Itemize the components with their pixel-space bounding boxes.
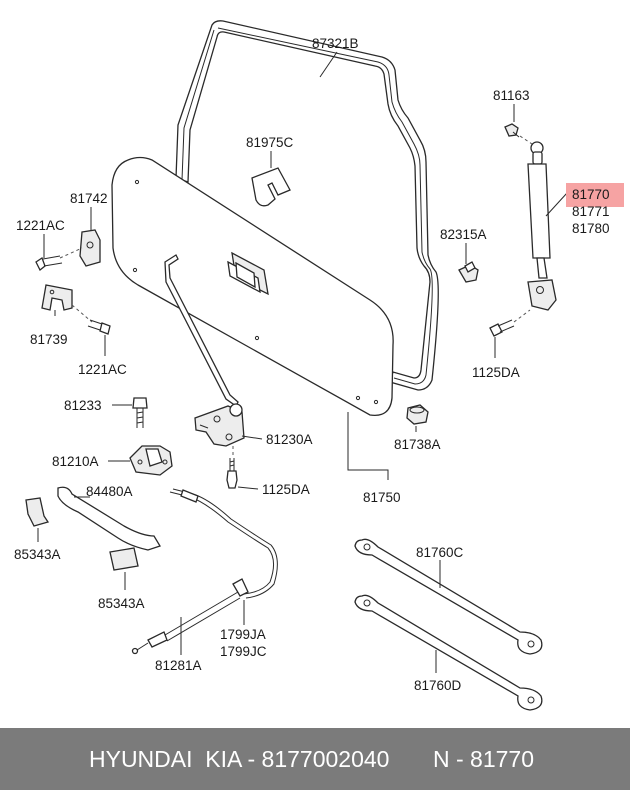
highlight-81770 xyxy=(566,183,624,207)
trim-panel-81750 xyxy=(111,156,394,417)
part-labels: 87321B 81163 81975C 81770 81771 81780 81… xyxy=(14,36,610,693)
label-1125da-mid: 1125DA xyxy=(262,482,310,497)
weatherstrip-87321b xyxy=(175,20,439,391)
label-81771: 81771 xyxy=(572,204,610,219)
label-1799ja: 1799JA xyxy=(220,627,266,642)
screw-81163 xyxy=(504,123,520,138)
cover-85343a-left xyxy=(25,497,50,527)
label-87321b: 87321B xyxy=(312,36,359,51)
footer-brand-part: HYUNDAI KIA - 8177002040 xyxy=(89,746,390,772)
label-81742: 81742 xyxy=(70,191,108,206)
stay-rod-81760c xyxy=(354,538,543,655)
label-81738a: 81738A xyxy=(394,437,441,452)
label-81975c: 81975C xyxy=(246,135,294,150)
handle-84480a xyxy=(57,486,161,551)
label-85343a-bottom: 85343A xyxy=(98,596,145,611)
bumper-81738a xyxy=(406,404,429,425)
bracket-81742 xyxy=(79,229,101,267)
label-81770: 81770 xyxy=(572,187,610,202)
label-81739: 81739 xyxy=(30,332,68,347)
label-84480a: 84480A xyxy=(86,484,133,499)
footer-ref: N - 81770 xyxy=(433,746,535,772)
latch-81230a xyxy=(194,403,245,447)
parts-diagram: 87321B 81163 81975C 81770 81771 81780 81… xyxy=(14,20,624,711)
label-81163: 81163 xyxy=(493,88,530,103)
label-81281a: 81281A xyxy=(155,658,202,673)
label-1221ac-top: 1221AC xyxy=(16,218,65,233)
label-82315a: 82315A xyxy=(440,227,487,242)
bolt-1221ac-top xyxy=(35,255,63,272)
stay-rod-81760d xyxy=(354,594,543,711)
leader-lines xyxy=(37,51,568,673)
control-rod xyxy=(164,254,239,407)
label-81760d: 81760D xyxy=(414,678,462,693)
striker-81210a xyxy=(129,445,173,476)
label-85343a-left: 85343A xyxy=(14,547,61,562)
label-81750: 81750 xyxy=(363,490,401,505)
label-1799jc: 1799JC xyxy=(220,644,267,659)
label-81233: 81233 xyxy=(64,398,102,413)
label-81210a: 81210A xyxy=(52,454,99,469)
cable-81281a xyxy=(131,488,278,655)
footer-bar: HYUNDAI KIA - 8177002040 N - 81770 xyxy=(0,728,630,790)
bolt-1221ac-bottom xyxy=(87,319,111,335)
label-1221ac-bottom: 1221AC xyxy=(78,362,127,377)
label-1125da-right: 1125DA xyxy=(472,365,520,380)
clip-81975c xyxy=(251,167,291,207)
label-81780: 81780 xyxy=(572,221,610,236)
label-81760c: 81760C xyxy=(416,545,464,560)
bolt-1125da-mid xyxy=(226,458,238,489)
fastener-82315a xyxy=(458,261,479,283)
bracket-81739 xyxy=(41,284,73,311)
gas-strut-81770 xyxy=(527,141,557,311)
cover-85343a-bottom xyxy=(109,547,139,571)
label-81230a: 81230A xyxy=(266,432,313,447)
bolt-1125da-right xyxy=(489,319,515,337)
bolt-81233 xyxy=(132,397,148,428)
